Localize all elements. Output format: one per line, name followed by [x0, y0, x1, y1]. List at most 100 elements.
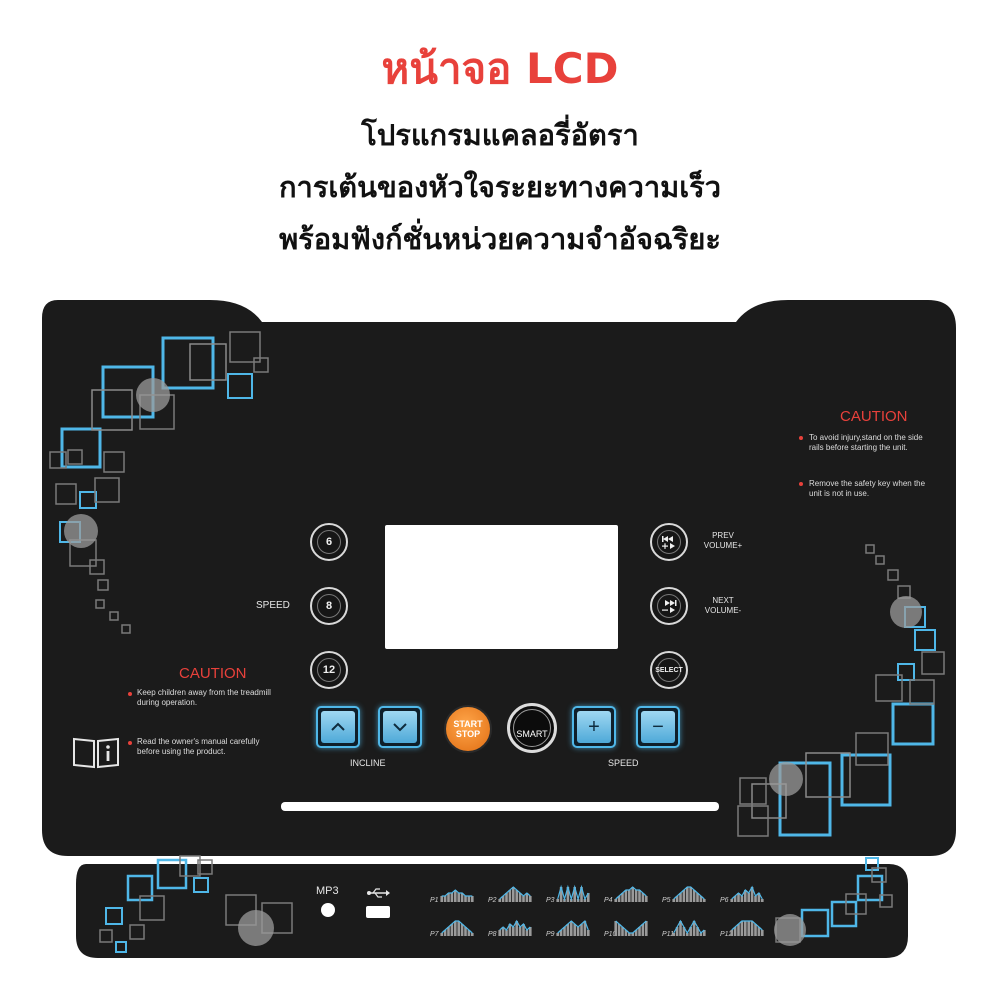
program-profile-bar: [471, 933, 474, 936]
program-profile-line: [499, 919, 531, 931]
start-stop-button[interactable]: START STOP: [444, 705, 492, 753]
program-profile-bar: [570, 921, 573, 936]
speed-preset-label: SPEED: [256, 600, 290, 611]
next-volume-label: NEXT VOLUME-: [704, 596, 742, 615]
program-profile-chart: [730, 920, 764, 936]
decor-squares-top-left: [49, 331, 269, 634]
program-label: P5: [662, 897, 671, 904]
program-p2: P2: [488, 884, 538, 904]
incline-up-button[interactable]: [316, 706, 360, 748]
program-profile-chart: [556, 884, 590, 902]
caution-right-item-2: Remove the safety key when the unit is n…: [809, 479, 926, 498]
select-button[interactable]: SELECT: [650, 651, 688, 689]
program-profile-bar: [614, 899, 617, 902]
program-profile-chart: [440, 920, 474, 936]
program-profile-bar: [750, 887, 754, 902]
incline-down-button[interactable]: [378, 706, 422, 748]
program-profile-bar: [696, 927, 699, 936]
speed-preset-8-label: 8: [325, 600, 333, 612]
program-profile-bar: [634, 930, 638, 936]
start-label: START: [453, 719, 483, 729]
caution-left-title: CAUTION: [179, 665, 247, 682]
program-profile-bar: [498, 899, 501, 902]
speed-preset-8-button[interactable]: 8: [310, 587, 348, 625]
headline-line-3: พร้อมฟังก์ชั่นหน่วยความจำอัจฉริยะ: [279, 222, 721, 256]
program-profile-bar: [583, 899, 587, 902]
program-profile-bar: [460, 924, 464, 936]
program-p11: P11: [662, 918, 712, 938]
program-profile-bar: [672, 899, 675, 902]
program-profile-bar: [580, 887, 583, 902]
program-p3: P3: [546, 884, 596, 904]
program-profile-line: [731, 920, 763, 931]
program-profile-bar: [672, 933, 675, 936]
program-profile-bar: [628, 933, 631, 936]
program-profile-bar: [696, 893, 699, 902]
program-profile-bar: [556, 899, 559, 902]
program-profile-line: [673, 886, 705, 900]
program-profile-bar: [522, 896, 525, 902]
program-profile-bar: [512, 887, 515, 902]
caution-right-item-1: To avoid injury,stand on the side rails …: [809, 433, 923, 452]
program-profile-bar: [457, 893, 460, 902]
program-profile-bar: [450, 924, 454, 936]
program-p5: P5: [662, 884, 712, 904]
program-profile-bar: [621, 893, 624, 902]
smart-button[interactable]: SMART: [507, 703, 557, 753]
program-profile-bar: [747, 921, 750, 936]
speed-preset-6-button[interactable]: 6: [310, 523, 348, 561]
program-p9: P9: [546, 918, 596, 938]
program-profile-bar: [628, 890, 631, 902]
program-profile-bar: [508, 924, 512, 936]
program-profile-bar: [440, 933, 443, 936]
program-profile-line: [615, 920, 647, 934]
program-profile-bar: [518, 927, 522, 936]
program-profile-bar: [566, 924, 570, 936]
program-profile-bar: [525, 930, 529, 936]
program-profile-bar: [498, 930, 501, 936]
program-profile-bar: [457, 921, 460, 936]
program-profile-chart: [672, 919, 706, 936]
usb-port[interactable]: [366, 906, 390, 918]
program-profile-chart: [498, 886, 532, 902]
speed-down-button[interactable]: −: [636, 706, 680, 748]
program-profile-bar: [505, 930, 508, 936]
speed-preset-12-button[interactable]: 12: [310, 651, 348, 689]
program-profile-bar: [638, 927, 641, 936]
prev-volume-label: PREV VOLUME+: [703, 531, 743, 550]
next-volume-down-button[interactable]: [650, 587, 688, 625]
program-profile-bar: [699, 896, 703, 902]
program-profile-bar: [737, 924, 740, 936]
program-profile-bar: [583, 921, 587, 936]
program-profile-bar: [744, 921, 747, 936]
program-profile-bar: [559, 930, 563, 936]
program-profile-line: [557, 919, 589, 934]
incline-label: INCLINE: [350, 758, 386, 768]
program-label: P7: [430, 931, 439, 938]
program-profile-bar: [761, 930, 764, 936]
mp3-audio-jack[interactable]: [321, 903, 335, 917]
program-profile-bar: [460, 893, 464, 902]
program-label: P3: [546, 897, 555, 904]
program-profile-bar: [573, 887, 576, 902]
program-profile-bar: [464, 896, 467, 902]
decor-squares-right: [737, 544, 945, 837]
program-profile-bar: [518, 893, 522, 902]
program-profile-chart: [440, 889, 474, 902]
program-p8: P8: [488, 918, 538, 938]
caution-right-bullet-2: [799, 482, 803, 486]
speed-up-button[interactable]: +: [572, 706, 616, 748]
prev-volume-up-button[interactable]: [650, 523, 688, 561]
program-profile-bar: [515, 921, 518, 936]
caution-left-bullet-2: [128, 741, 132, 745]
headline-line-1: โปรแกรมแคลอรี่อัตรา: [361, 118, 639, 152]
program-profile-chart: [556, 919, 590, 936]
program-label: P8: [488, 931, 497, 938]
program-profile-bar: [529, 927, 532, 936]
select-label: SELECT: [655, 666, 683, 674]
program-profile-bar: [645, 896, 648, 902]
program-profile-bar: [525, 893, 529, 902]
program-profile-bar: [515, 890, 518, 902]
program-profile-bar: [443, 930, 447, 936]
program-p10: P10: [604, 918, 654, 938]
